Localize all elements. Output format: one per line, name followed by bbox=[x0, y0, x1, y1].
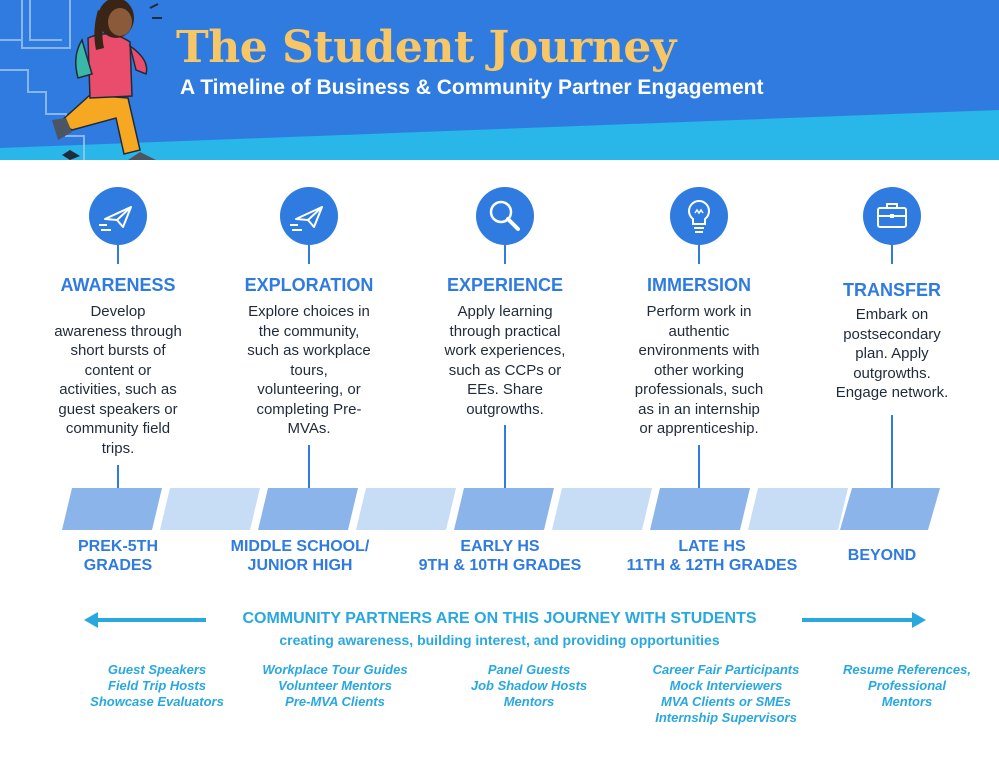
connector-line bbox=[117, 465, 119, 493]
timeline-bar bbox=[62, 488, 940, 530]
timeline-segment bbox=[650, 488, 750, 530]
connector-line bbox=[504, 425, 506, 493]
paper-plane-icon bbox=[89, 187, 147, 245]
connector-line bbox=[308, 244, 310, 264]
connector-line bbox=[891, 244, 893, 264]
page-title: The Student Journey bbox=[176, 22, 676, 73]
timeline-segment bbox=[552, 488, 652, 530]
student-illustration bbox=[52, 0, 162, 160]
connector-line bbox=[891, 415, 893, 493]
grade-label: BEYOND bbox=[847, 547, 917, 564]
briefcase-icon bbox=[863, 187, 921, 245]
timeline-segment bbox=[454, 488, 554, 530]
timeline-segment bbox=[258, 488, 358, 530]
lightbulb-icon bbox=[670, 187, 728, 245]
timeline-segment bbox=[840, 488, 940, 530]
stage-label: TRANSFER bbox=[843, 280, 941, 300]
header-background bbox=[0, 0, 999, 160]
timeline-segment bbox=[160, 488, 260, 530]
page-subtitle: A Timeline of Business & Community Partn… bbox=[180, 76, 764, 99]
paper-plane-icon bbox=[280, 187, 338, 245]
header-banner: The Student Journey A Timeline of Busine… bbox=[0, 0, 999, 160]
connector-line bbox=[504, 244, 506, 264]
connector-line bbox=[698, 244, 700, 264]
timeline-segment bbox=[356, 488, 456, 530]
magnifying-glass-icon bbox=[476, 187, 534, 245]
partners-subheading: creating awareness, building interest, a… bbox=[279, 632, 720, 648]
connector-line bbox=[308, 445, 310, 493]
stage-label: EXPLORATION bbox=[244, 275, 374, 295]
stage-label: IMMERSION bbox=[646, 275, 751, 295]
connector-line bbox=[117, 244, 119, 264]
stage-label: EXPERIENCE bbox=[446, 275, 564, 295]
partners-heading: COMMUNITY PARTNERS ARE ON THIS JOURNEY W… bbox=[242, 610, 757, 627]
stage-label: AWARENESS bbox=[60, 275, 176, 295]
journey-arrow bbox=[84, 612, 926, 628]
timeline-segment bbox=[62, 488, 162, 530]
grade-label: MIDDLE SCHOOL/JUNIOR HIGH bbox=[230, 538, 370, 574]
timeline-segment bbox=[748, 488, 848, 530]
connector-line bbox=[698, 445, 700, 493]
